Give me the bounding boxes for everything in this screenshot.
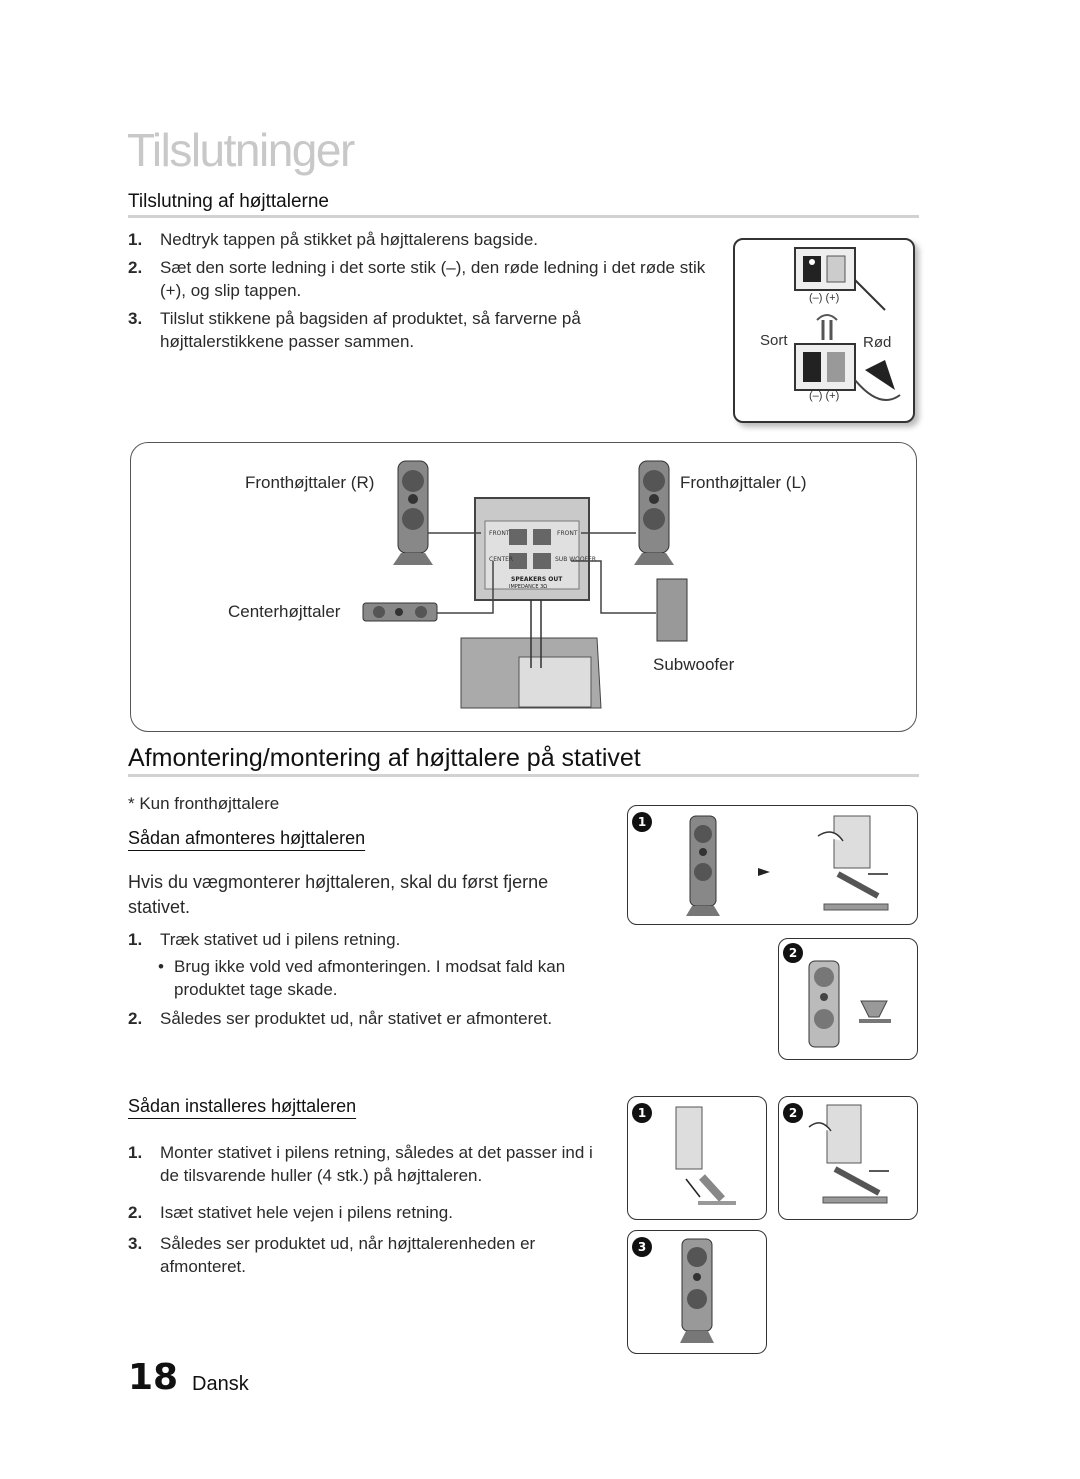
panel-sub: SUB WOOFER [555,556,596,563]
list-item: 3.Således ser produktet ud, når højttale… [128,1234,536,1276]
install-figure-3: 3 [627,1230,767,1354]
divider [128,215,919,218]
page-language: Dansk [192,1373,249,1395]
label-front-r: Fronthøjttaler (R) [245,473,375,492]
stand-push-figure [808,1104,889,1204]
panel-out: SPEAKERS OUT [511,576,563,583]
remove-steps: 1.Træk stativet ud i pilens retning. •Br… [128,928,598,1030]
list-item: 1.Træk stativet ud i pilens retning. [128,930,401,949]
remove-heading: Sådan afmonteres højttaleren [128,828,366,848]
remove-figure-2: 2 [778,938,918,1060]
speaker-stand-figure [686,815,889,916]
label-subwoofer: Subwoofer [653,655,735,674]
connect-steps: 1.Nedtryk tappen på stikket på højttaler… [128,228,708,358]
speaker-without-stand-figure [808,960,891,1048]
black-label: Sort [760,332,788,349]
step-badge: 1 [632,1103,652,1123]
panel-front-l: FRONT [557,530,578,537]
list-item: 1.Monter stativet i pilens retning, såle… [128,1143,593,1185]
stand-insert-figure [675,1106,736,1205]
panel-impedance: IMPEDANCE 3Ω [509,584,547,590]
section-heading-stand: Afmontering/montering af højttalere på s… [128,744,641,772]
polarity-label-top: (–) (+) [809,292,840,304]
panel-center: CENTER [489,556,513,563]
list-item: 2.Således ser produktet ud, når stativet… [128,1009,553,1028]
install-figure-2: 2 [778,1096,918,1220]
front-only-note: * Kun fronthøjttalere [128,794,280,813]
section-heading-connect: Tilslutning af højttalerne [128,191,330,212]
red-label: Rød [863,334,892,351]
step-badge: 1 [632,812,652,832]
bullet-dot: • [158,957,164,976]
install-heading: Sådan installeres højttaleren [128,1096,357,1116]
install-steps: 1.Monter stativet i pilens retning, såle… [128,1141,608,1283]
remove-figure-1: 1 [627,805,918,925]
install-figure-1: 1 [627,1096,767,1220]
list-item: 3.Tilslut stikkene på bagsiden af produk… [128,309,581,351]
list-item: 1.Nedtryk tappen på stikket på højttaler… [128,230,538,249]
remove-intro: Hvis du vægmonterer højttaleren, skal du… [128,872,549,917]
page-number: 18 [128,1357,179,1398]
speaker-layout-figure: FRONT FRONT CENTER SUB WOOFER SPEAKERS O… [362,460,688,709]
list-item: 2.Sæt den sorte ledning i det sorte stik… [128,258,706,300]
label-front-l: Fronthøjttaler (L) [680,473,807,492]
speaker-terminal-figure [794,247,901,401]
page-title: Tilslutninger [127,124,355,176]
terminal-illustration: (–) (+) (–) (+) Sort Rød [733,238,915,423]
polarity-label-bottom: (–) (+) [809,390,840,402]
list-item-bullet: •Brug ikke vold ved afmonteringen. I mod… [158,957,566,999]
divider [128,774,919,777]
connection-diagram: FRONT FRONT CENTER SUB WOOFER SPEAKERS O… [130,442,917,732]
step-badge: 3 [632,1237,652,1257]
speaker-with-stand-figure [680,1238,714,1343]
panel-front-r: FRONT [489,530,510,537]
list-item: 2.Isæt stativet hele vejen i pilens retn… [128,1203,453,1222]
label-center: Centerhøjttaler [228,602,341,621]
step-badge: 2 [783,1103,803,1123]
step-badge: 2 [783,943,803,963]
